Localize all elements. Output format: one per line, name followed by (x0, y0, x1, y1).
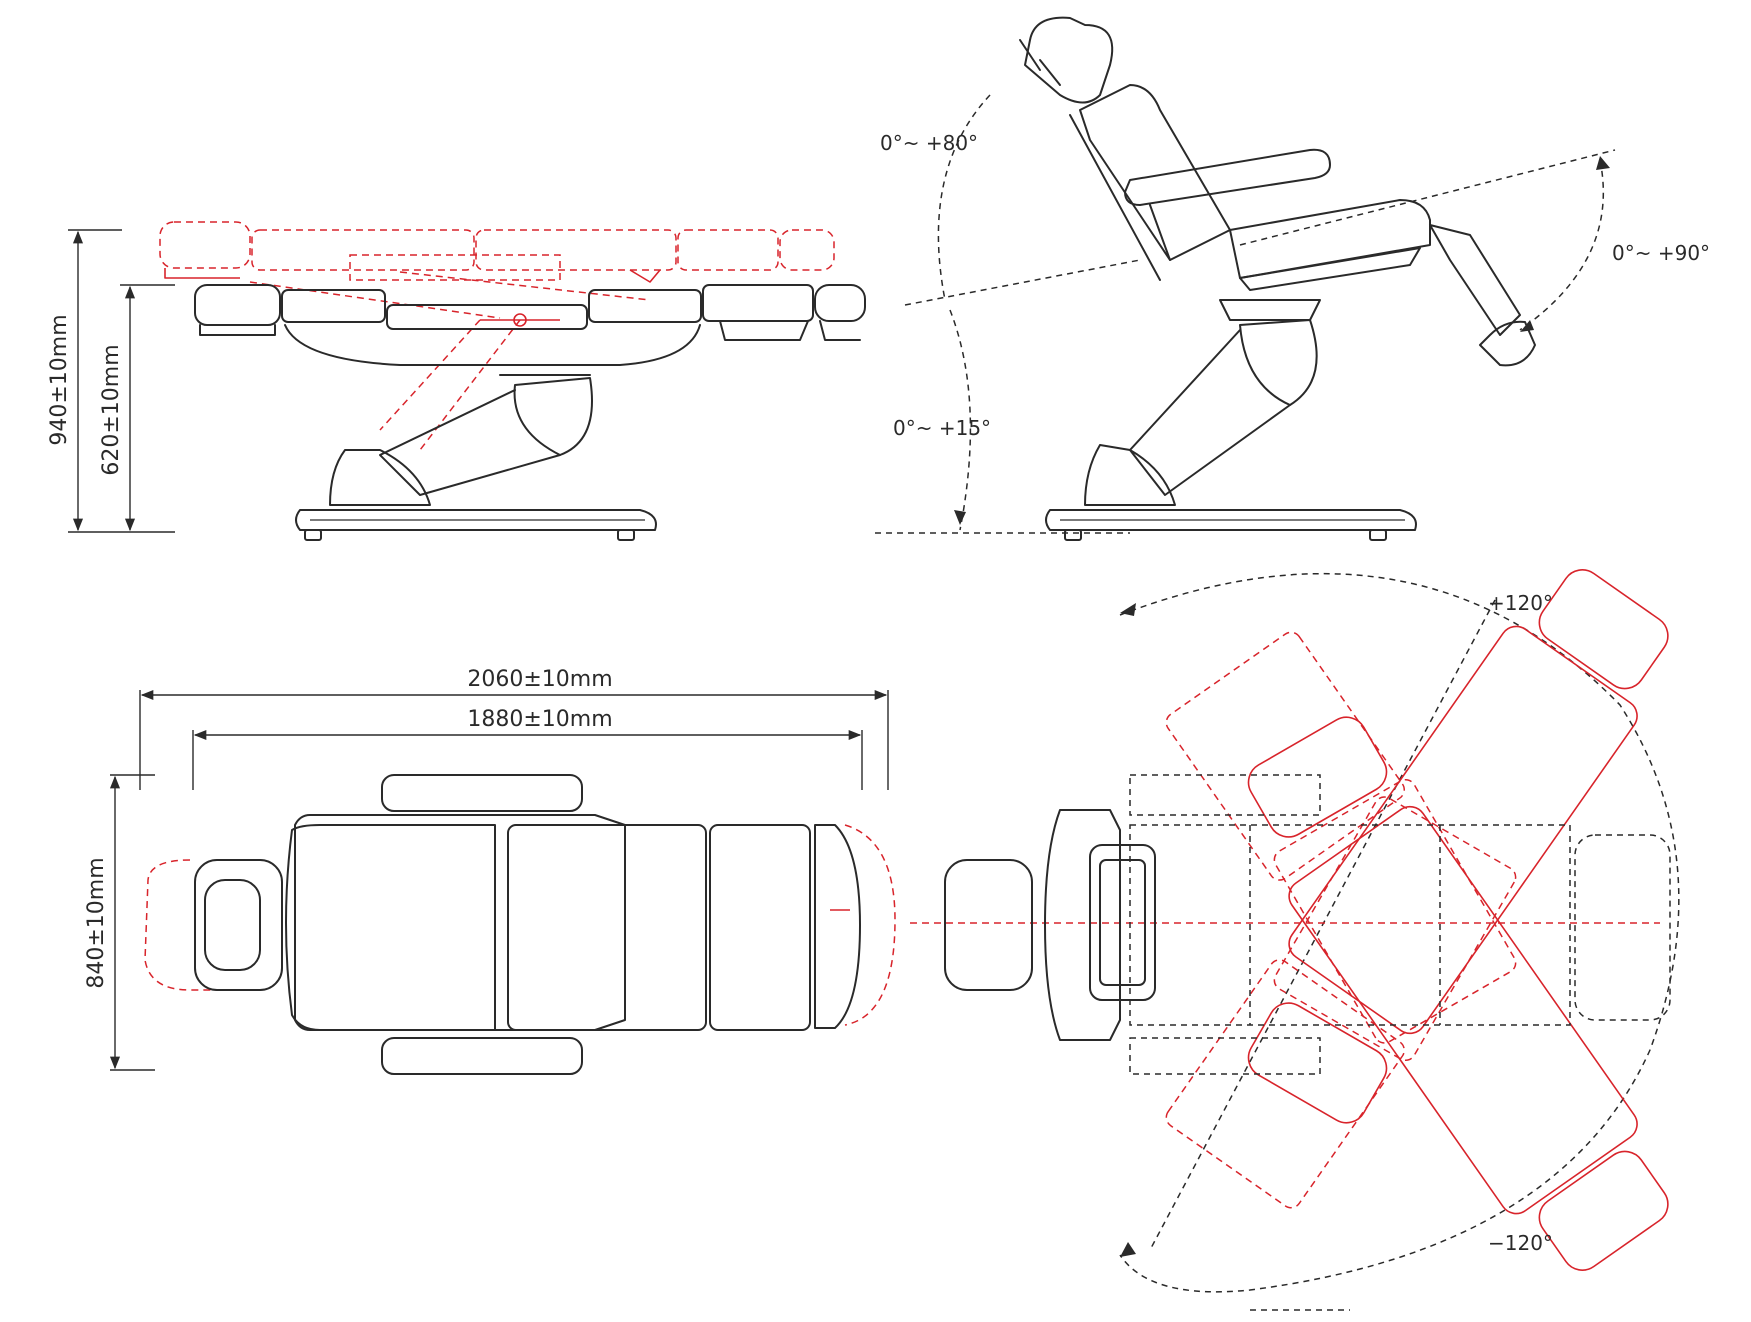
side-view-reclined: 0°~ +80° 0°~ +15° 0°~ +90° (875, 16, 1710, 541)
rotation-plus-label: +120° (1488, 591, 1553, 615)
raised-position-outline (159, 221, 835, 451)
flat-tabletop (194, 284, 866, 366)
leg-rest-angle-label: 0°~ +90° (1612, 241, 1710, 265)
seat-tilt-angle-label: 0°~ +15° (893, 416, 991, 440)
angle-guides (875, 94, 1616, 534)
height-min-label: 620±10mm (99, 344, 124, 475)
length-body-label: 1880±10mm (467, 707, 612, 732)
top-extension-outline (144, 824, 896, 1026)
top-chair-body (194, 774, 861, 1075)
rotation-minus-label: −120° (1488, 1231, 1553, 1255)
height-dimension-lines (68, 229, 175, 533)
rotation-view: +120° −120° (910, 569, 1680, 1311)
top-dimension-lines (109, 689, 889, 1071)
rotated-positions (910, 569, 1669, 1271)
rotation-base (944, 774, 1671, 1075)
backrest-angle-label: 0°~ +80° (880, 131, 978, 155)
height-max-label: 940±10mm (47, 314, 72, 445)
flat-column-base (295, 374, 657, 541)
top-view: 2060±10mm 1880±10mm 840±10mm (84, 667, 896, 1075)
length-total-label: 2060±10mm (467, 667, 612, 692)
width-label: 840±10mm (84, 857, 109, 988)
reclined-chair (1019, 16, 1536, 367)
reclined-column-base (1045, 319, 1417, 541)
rotation-arc (1119, 573, 1680, 1311)
side-view-flat: 940±10mm 620±10mm (47, 221, 866, 541)
